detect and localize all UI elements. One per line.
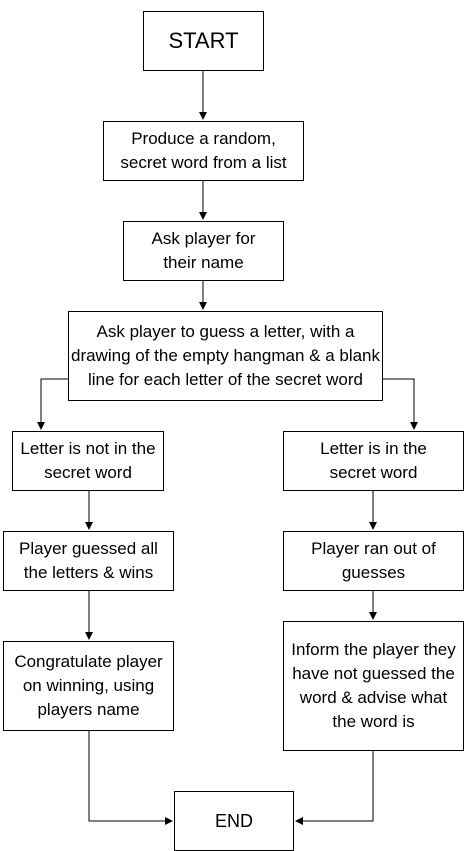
letter-in-word-label: Letter is in the secret word: [320, 439, 427, 482]
start-label: START: [168, 28, 239, 53]
guess-letter-node: Ask player to guess a letter, with a dra…: [68, 311, 383, 401]
start-node: START: [143, 11, 264, 71]
letter-not-in-word-label: Letter is not in the secret word: [20, 439, 156, 482]
guess-letter-label: Ask player to guess a letter, with a dra…: [70, 322, 381, 389]
inform-player-label: Inform the player they have not guessed …: [291, 640, 456, 731]
congratulate-node: Congratulate player on winning, using pl…: [3, 641, 174, 731]
arrow-inform-to-end: [295, 751, 374, 825]
ran-out-node: Player ran out of guesses: [283, 531, 464, 591]
arrow-guess-to-in-word: [383, 378, 418, 430]
arrow-congratulate-to-end: [88, 731, 173, 825]
end-label: END: [214, 811, 253, 831]
produce-word-label: Produce a random, secret word from a lis…: [120, 129, 287, 172]
ask-name-label: Ask player for their name: [151, 229, 256, 272]
ran-out-label: Player ran out of guesses: [311, 539, 436, 582]
letter-in-word-node: Letter is in the secret word: [283, 431, 464, 491]
produce-word-node: Produce a random, secret word from a lis…: [103, 121, 304, 181]
congratulate-label: Congratulate player on winning, using pl…: [14, 652, 163, 719]
end-node: END: [174, 791, 294, 851]
arrow-guess-to-not-in-word: [37, 378, 68, 430]
inform-player-node: Inform the player they have not guessed …: [283, 621, 464, 751]
player-wins-node: Player guessed all the letters & wins: [3, 531, 174, 591]
letter-not-in-word-node: Letter is not in the secret word: [12, 431, 164, 491]
player-wins-label: Player guessed all the letters & wins: [19, 539, 158, 582]
ask-name-node: Ask player for their name: [123, 221, 284, 281]
